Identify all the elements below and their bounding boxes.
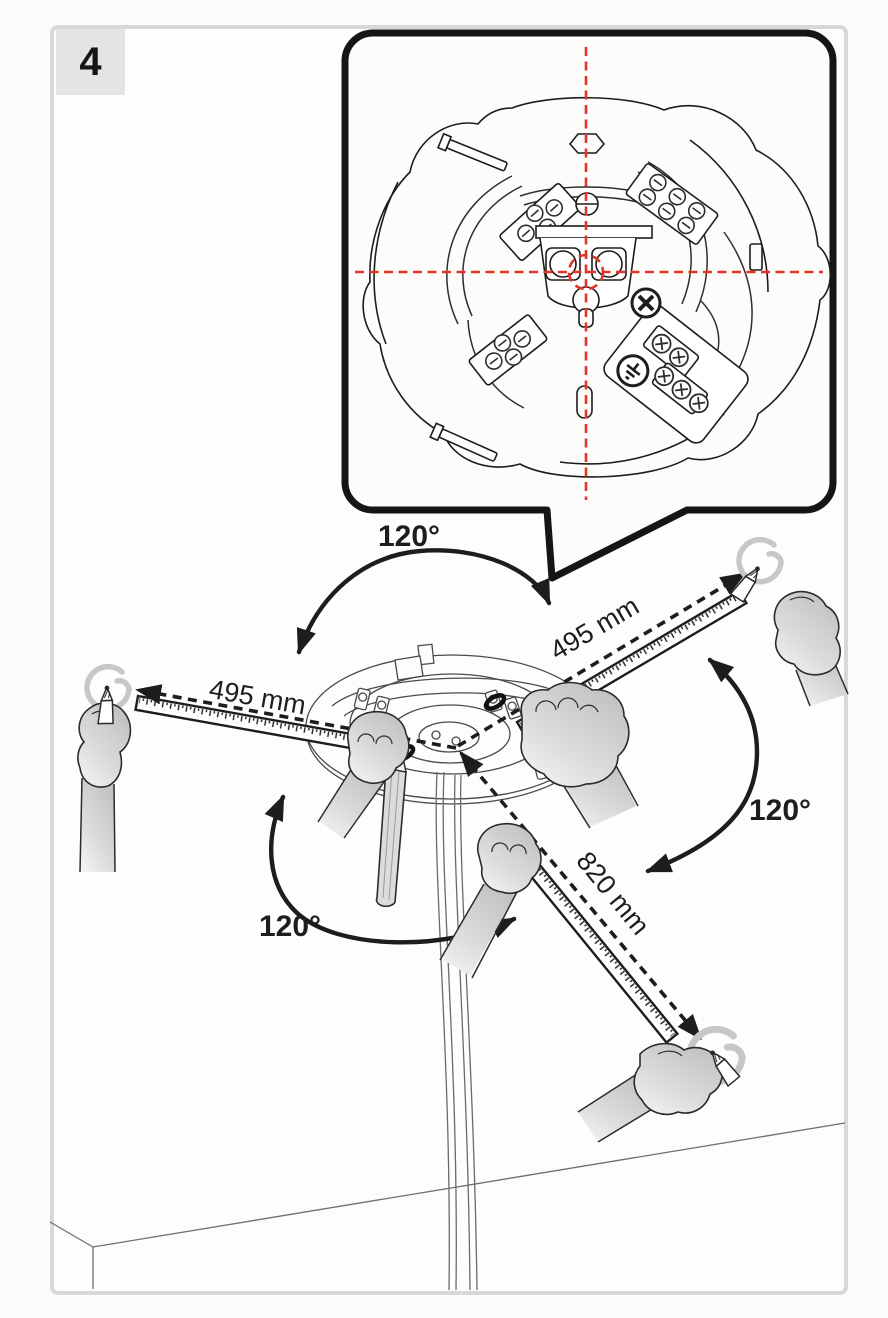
marking-hand-icon — [729, 562, 849, 707]
hand-holding-ruler — [520, 681, 639, 829]
pencil-icon — [97, 684, 116, 726]
plate-outer-contour — [362, 96, 831, 478]
marking-hand-icon — [77, 684, 132, 873]
angle-label-right: 120° — [749, 794, 811, 827]
rotation-arrow-right — [645, 657, 760, 874]
rotation-arrow-bottom-left — [264, 794, 517, 945]
hex-slot — [568, 133, 606, 154]
rotation-arrow-top — [296, 548, 552, 655]
hand-holding-ruler — [317, 710, 410, 839]
terminal-panel — [603, 304, 749, 444]
plate-flange-left — [373, 181, 399, 345]
crosshair-dashed-lines — [355, 47, 823, 500]
mounting-screw-icon — [437, 132, 508, 172]
marking-hand-icon — [577, 1042, 741, 1143]
marking-scene: 495 mm 495 mm 820 mm 120° 120° 120° — [49, 520, 849, 1291]
step-number: 4 — [79, 39, 102, 84]
terminal-block-icon — [625, 163, 719, 245]
phillips-screw-icon — [630, 287, 662, 319]
mark-swirl-icon — [739, 540, 781, 582]
ceiling-edge — [49, 1122, 846, 1289]
side-tab — [749, 243, 763, 271]
drill-mark-oval — [483, 693, 507, 711]
earth-terminal-icon — [616, 354, 650, 388]
terminal-block-icon — [468, 314, 548, 386]
angle-label-bottom-left: 120° — [259, 910, 321, 943]
hand-holding-ruler — [439, 822, 542, 979]
mounting-screw-icon — [429, 422, 498, 462]
callout-bubble — [341, 29, 837, 582]
angle-label-top: 120° — [378, 520, 440, 553]
oval-slot — [576, 385, 593, 419]
crosshair-center-circle — [567, 253, 605, 291]
step-number-badge: 4 — [56, 29, 125, 95]
wiring-plate-top-view — [362, 96, 831, 478]
hanging-cables — [435, 771, 478, 1291]
